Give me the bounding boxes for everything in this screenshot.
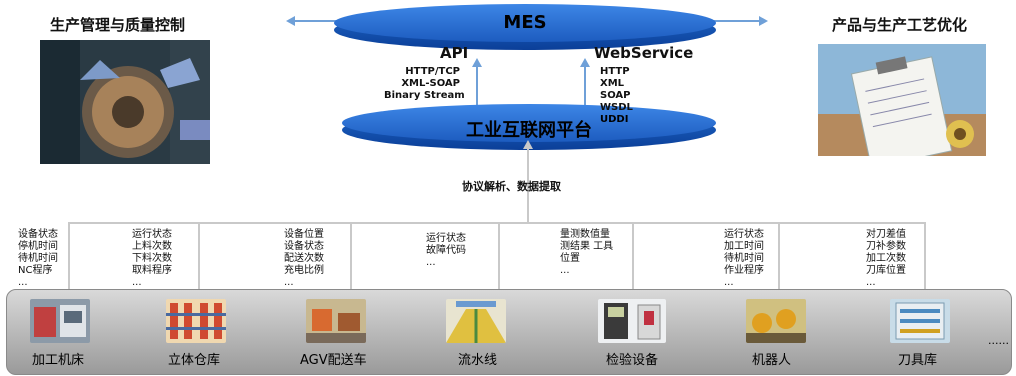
data-up-arrow-icon xyxy=(523,140,533,224)
left-arrow-icon xyxy=(286,16,342,26)
bracket-divider xyxy=(632,222,634,292)
inspection-photo xyxy=(598,299,666,343)
warehouse-photo xyxy=(166,299,226,343)
info-line: 刀补参数 xyxy=(866,241,906,252)
bracket-divider xyxy=(498,222,500,292)
info-line: 上料次数 xyxy=(132,241,172,252)
info-line: 位置 xyxy=(560,253,580,264)
equipment-bar xyxy=(6,289,1012,375)
info-line: 待机时间 xyxy=(724,253,764,264)
info-line: 故障代码 xyxy=(426,245,466,256)
info-line: 停机时间 xyxy=(18,241,58,252)
info-line: ... xyxy=(866,277,876,288)
ws-protocol: SOAP xyxy=(600,90,631,101)
device-info-block: 运行状态 加工时间 待机时间 作业程序 ... xyxy=(724,229,764,289)
quality-control-photo xyxy=(40,40,210,164)
tool-magazine-photo xyxy=(890,299,950,343)
platform-label: 工业互联网平台 xyxy=(466,120,592,141)
bracket-divider xyxy=(778,222,780,292)
info-line: 设备状态 xyxy=(18,229,58,240)
protocol-parsing-label: 协议解析、数据提取 xyxy=(462,180,561,193)
equipment-label: 刀具库 xyxy=(898,353,938,368)
info-line: 运行状态 xyxy=(426,233,466,244)
info-line: 量测数值量 xyxy=(560,229,610,240)
bracket-divider xyxy=(350,222,352,292)
info-line: 待机时间 xyxy=(18,253,58,264)
equipment-label: 加工机床 xyxy=(32,353,85,368)
info-line: 设备状态 xyxy=(284,241,324,252)
bracket-divider xyxy=(68,222,70,292)
agv-photo xyxy=(306,299,366,343)
info-line: 作业程序 xyxy=(724,265,764,276)
api-protocol-list: HTTP/TCP XML-SOAP Binary Stream xyxy=(384,66,465,102)
equipment-label: AGV配送车 xyxy=(300,353,367,368)
info-line: 运行状态 xyxy=(724,229,764,240)
bracket-divider xyxy=(198,222,200,292)
device-info-block: 运行状态 故障代码 ... xyxy=(426,233,466,269)
platform-disc xyxy=(342,104,716,142)
mes-label: MES xyxy=(503,12,547,33)
api-protocol: XML-SOAP xyxy=(401,78,460,89)
equipment-label: 立体仓库 xyxy=(168,353,221,368)
left-title: 生产管理与质量控制 xyxy=(50,16,186,34)
more-equipment-label: ...... xyxy=(988,334,1009,347)
api-up-arrow-icon xyxy=(472,58,482,108)
equipment-label: 检验设备 xyxy=(606,353,659,368)
info-line: 刀库位置 xyxy=(866,265,906,276)
info-line: 运行状态 xyxy=(132,229,172,240)
ws-protocol: WSDL xyxy=(600,102,633,113)
info-line: ... xyxy=(426,257,436,268)
robot-photo xyxy=(746,299,806,343)
device-info-block: 运行状态 上料次数 下料次数 取料程序 ... xyxy=(132,229,172,289)
api-title: API xyxy=(440,44,469,62)
right-arrow-icon xyxy=(710,16,768,26)
info-line: NC程序 xyxy=(18,265,53,276)
info-line: ... xyxy=(18,277,28,288)
info-line: ... xyxy=(284,277,294,288)
webservice-title: WebService xyxy=(594,44,694,62)
webservice-protocol-list: HTTP XML SOAP WSDL UDDI xyxy=(600,66,633,126)
device-info-block: 对刀差值 刀补参数 加工次数 刀库位置 ... xyxy=(866,229,906,289)
bracket-top-line xyxy=(68,222,926,224)
api-protocol: HTTP/TCP xyxy=(405,66,460,77)
ws-protocol: XML xyxy=(600,78,625,89)
info-line: 设备位置 xyxy=(284,229,324,240)
mes-disc xyxy=(334,4,716,42)
device-info-block: 设备位置 设备状态 配送次数 充电比例 ... xyxy=(284,229,324,289)
checklist-photo xyxy=(818,44,986,156)
info-line: 对刀差值 xyxy=(866,229,906,240)
assembly-line-photo xyxy=(446,299,506,343)
info-line: 加工次数 xyxy=(866,253,906,264)
device-info-block: 设备状态 停机时间 待机时间 NC程序 ... xyxy=(18,229,58,289)
ws-protocol: HTTP xyxy=(600,66,630,77)
device-info-block: 量测数值量 测结果 工具 位置 ... xyxy=(560,229,613,277)
info-line: ... xyxy=(560,265,570,276)
right-title: 产品与生产工艺优化 xyxy=(832,16,968,34)
info-line: 下料次数 xyxy=(132,253,172,264)
bracket-divider xyxy=(924,222,926,292)
info-line: ... xyxy=(132,277,142,288)
machine-tool-photo xyxy=(30,299,90,343)
info-line: 测结果 工具 xyxy=(560,241,614,252)
info-line: 配送次数 xyxy=(284,253,324,264)
api-protocol: Binary Stream xyxy=(384,90,465,101)
ws-protocol: UDDI xyxy=(600,114,629,125)
equipment-label: 机器人 xyxy=(752,353,792,368)
info-line: 加工时间 xyxy=(724,241,764,252)
info-line: ... xyxy=(724,277,734,288)
info-line: 充电比例 xyxy=(284,265,324,276)
equipment-label: 流水线 xyxy=(458,353,498,368)
webservice-up-arrow-icon xyxy=(580,58,590,108)
info-line: 取料程序 xyxy=(132,265,172,276)
